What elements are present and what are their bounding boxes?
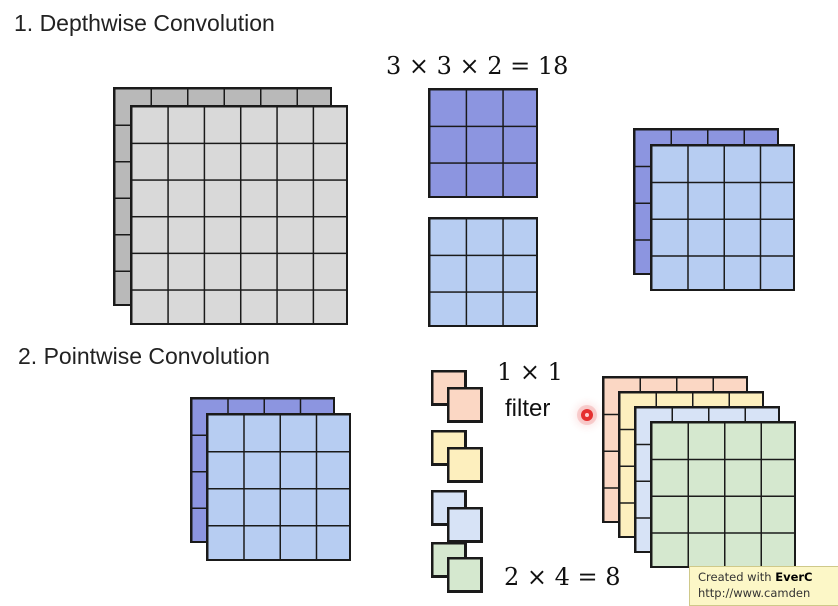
pointwise-input-channel-front [206,413,351,561]
depthwise-formula: 3 × 3 × 2 = 18 [386,52,569,80]
pointwise-formula: 2 × 4 = 8 [504,563,621,591]
depthwise-filter-1 [428,88,538,198]
depthwise-output-channel-front [650,144,795,291]
watermark-url: http://www.camden [698,586,811,600]
output-channel-green [650,421,796,568]
filter-cell-front [447,557,483,593]
filter-cell-front [447,447,483,483]
watermark-brand: EverC [775,570,813,584]
pointwise-title: 2. Pointwise Convolution [18,343,270,369]
depthwise-title: 1. Depthwise Convolution [14,10,275,36]
watermark-prefix: Created with [698,570,776,584]
watermark: Created with EverC http://www.camden [689,566,838,606]
pointer-cursor [581,409,593,421]
filter-cell-front [447,387,483,423]
input-channel-front [130,105,348,325]
filter-cell-front [447,507,483,543]
filter-label: filter [505,395,551,422]
filter-size-label: 1 × 1 [497,358,563,386]
depthwise-filter-2 [428,217,538,327]
